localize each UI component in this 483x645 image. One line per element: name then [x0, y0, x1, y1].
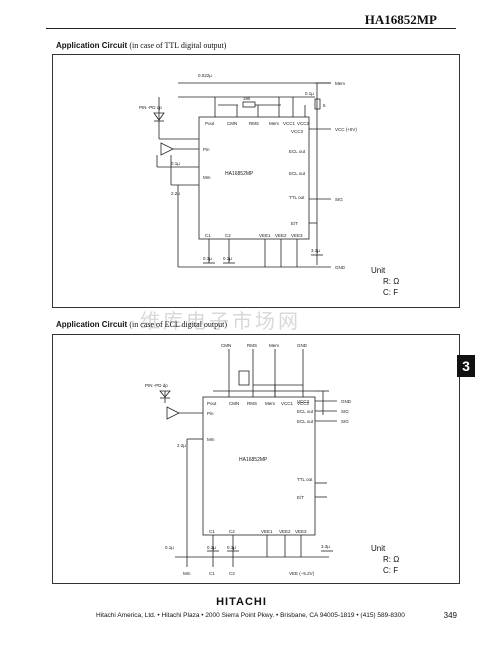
section-title-ecl: Application Circuit (in case of ECL digi…	[56, 320, 227, 329]
ttl-right-pin-2: ECL out	[289, 149, 306, 154]
section-title-main: Application Circuit	[56, 41, 128, 50]
ttl-bottom-pin-1: C1	[205, 233, 211, 238]
ecl-bottom-terminal-3: C2	[229, 571, 235, 576]
ttl-top-pin-5: VCC1	[283, 121, 296, 126]
ttl-terminal-gnd: GND	[335, 265, 346, 270]
ecl-right-terminal-3: SIG	[341, 419, 349, 424]
ttl-diode-label: PIN -PD dp	[139, 105, 162, 110]
ecl-component-1: 2.2μ	[177, 443, 186, 448]
ecl-top-pin-1: Pout	[207, 401, 217, 406]
ttl-terminal-vcc: VCC (+5V)	[335, 127, 357, 132]
ecl-diode-label: PIN -PD dp	[145, 383, 168, 388]
ttl-bottom-pin-5: VEE3	[291, 233, 303, 238]
ecl-right-terminal-2: SIG	[341, 409, 349, 414]
ttl-component-7: 3.3μ	[311, 248, 320, 253]
unit-heading: Unit	[371, 266, 386, 275]
ecl-bottom-pin-3: VEE1	[261, 529, 273, 534]
ttl-component-9: 0.1μ	[305, 91, 314, 96]
ecl-left-pin-1: Pin	[207, 411, 214, 416]
ecl-right-pin-5: E/T	[297, 495, 304, 500]
ecl-component-2: 0.1μ	[165, 545, 174, 550]
ttl-component-8: 5	[323, 103, 326, 108]
ttl-right-pin-3: ECL out	[289, 171, 306, 176]
ttl-component-4: 2.2μ	[171, 191, 180, 196]
unit-c: C: F	[383, 566, 399, 575]
ic-body-ttl	[198, 116, 310, 240]
unit-heading: Unit	[371, 544, 386, 553]
unit-r: R: Ω	[383, 277, 400, 286]
circuit-diagram-ecl: CMN RMS Mem GND Pout CMN RMS Mem VCC1 VC…	[145, 343, 352, 576]
ttl-right-pin-5: E/T	[291, 221, 298, 226]
ttl-component-5: 0.1μ	[203, 256, 212, 261]
circuit-frame-ttl: 0.022μ 39k 0.1μ 2.2μ 0.1μ 0.1μ 3.3μ 5 0.…	[52, 54, 460, 308]
ecl-top-pin-5: VCC1	[281, 401, 294, 406]
ecl-bottom-pin-2: C2	[229, 529, 235, 534]
ecl-top-pin-2: CMN	[229, 401, 239, 406]
ttl-top-pin-1: Pout	[205, 121, 215, 126]
ttl-top-pin-4: Mem	[269, 121, 279, 126]
ecl-right-pin-3: ECL out	[297, 419, 314, 424]
ttl-terminal-sig: SIG	[335, 197, 343, 202]
ecl-right-pin-2: ECL out	[297, 409, 314, 414]
ecl-bottom-terminal-2: C1	[209, 571, 215, 576]
footer-logo: HITACHI	[216, 596, 267, 608]
ecl-right-pin-4: TTL out	[297, 477, 313, 482]
section-title-ttl: Application Circuit (in case of TTL digi…	[56, 41, 226, 50]
ttl-component-1: 0.022μ	[198, 73, 212, 78]
ttl-component-6: 0.1μ	[223, 256, 232, 261]
ecl-top-pin-4: Mem	[265, 401, 275, 406]
ecl-bottom-terminal-4: VEE (−5.2V)	[289, 571, 315, 576]
page-number: 349	[443, 611, 457, 620]
ecl-bottom-pin-5: VEE3	[295, 529, 307, 534]
section-tab: 3	[457, 355, 475, 377]
ecl-right-pin-1: VCC3	[297, 399, 310, 404]
ttl-top-pin-6: VCC2	[297, 121, 310, 126]
unit-c: C: F	[383, 288, 399, 297]
ttl-bottom-pin-4: VEE2	[275, 233, 287, 238]
ttl-right-pin-4: TTL out	[289, 195, 305, 200]
ttl-bottom-pin-3: VEE1	[259, 233, 271, 238]
ecl-ic-label: HA16852MP	[239, 457, 268, 463]
ttl-top-pin-2: CMN	[227, 121, 237, 126]
ic-body-ecl	[202, 396, 316, 536]
unit-legend-ttl: Unit R: Ω C: F	[371, 265, 399, 298]
ttl-right-pin-1: VCC3	[291, 129, 304, 134]
ecl-top-pin-3: RMS	[247, 401, 257, 406]
unit-r: R: Ω	[383, 555, 400, 564]
watermark: 维库电子市场网	[140, 309, 301, 333]
ttl-component-2: 39k	[243, 96, 251, 101]
circuit-diagram-ttl: 0.022μ 39k 0.1μ 2.2μ 0.1μ 0.1μ 3.3μ 5 0.…	[139, 73, 357, 270]
ecl-bottom-terminal-1: Mm	[183, 571, 191, 576]
ecl-bottom-pin-1: C1	[209, 529, 215, 534]
ttl-left-pin-1: Pin	[203, 147, 210, 152]
ttl-bottom-pin-2: C2	[225, 233, 231, 238]
unit-legend-ecl: Unit R: Ω C: F	[371, 543, 399, 576]
circuit-frame-ecl: CMN RMS Mem GND Pout CMN RMS Mem VCC1 VC…	[52, 334, 460, 584]
header-rule	[46, 28, 456, 29]
section-subtitle: (in case of ECL digital output)	[129, 320, 228, 329]
ecl-top-terminal-3: Mem	[269, 343, 279, 348]
ecl-top-terminal-2: RMS	[247, 343, 257, 348]
ecl-top-pin-6: VCC2	[297, 401, 310, 406]
ecl-top-terminal-1: CMN	[221, 343, 231, 348]
footer-address: Hitachi America, Ltd. • Hitachi Plaza • …	[96, 612, 405, 619]
ttl-top-pin-3: RMS	[249, 121, 259, 126]
ecl-component-5: 3.3μ	[321, 544, 330, 549]
ecl-bottom-pin-4: VEE2	[279, 529, 291, 534]
section-title-main: Application Circuit	[56, 320, 128, 329]
ttl-terminal-mem: Mem	[335, 81, 345, 86]
section-subtitle: (in case of TTL digital output)	[129, 41, 227, 50]
ecl-right-terminal-1: GND	[341, 399, 352, 404]
ecl-top-terminal-4: GND	[297, 343, 308, 348]
ttl-component-3: 0.1μ	[171, 161, 180, 166]
page-header-title: HA16852MP	[364, 12, 437, 27]
ecl-component-4: 0.1μ	[227, 545, 236, 550]
ttl-ic-label: HA16852MP	[225, 171, 254, 177]
ecl-left-pin-2: Mm	[207, 437, 215, 442]
ecl-component-3: 0.1μ	[207, 545, 216, 550]
ttl-left-pin-2: Mm	[203, 175, 211, 180]
